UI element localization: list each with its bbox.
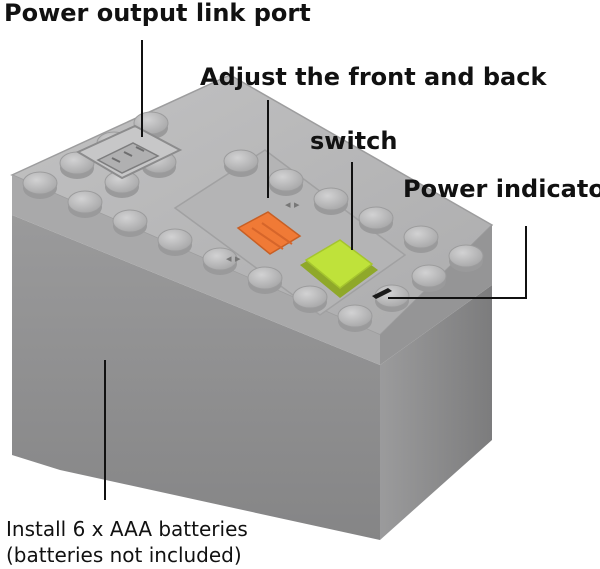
stud: [202, 247, 238, 271]
leader-lines: [104, 40, 527, 500]
batteries-not-included-line: (batteries not included): [6, 543, 242, 567]
battery-install-note: Install 6 x AAA batteries (batteries not…: [6, 516, 248, 568]
lime-push-button-icon: [304, 239, 374, 289]
adjust-front-back-label: Adjust the front and back: [200, 63, 547, 91]
power-indicator-led: [372, 288, 392, 299]
switch-label: switch: [310, 127, 398, 155]
stud: [448, 244, 484, 268]
battery-housing: [10, 74, 494, 540]
stud: [313, 187, 349, 211]
stud: [22, 171, 58, 195]
power-indicator-label: Power indicator: [403, 175, 600, 203]
port-pin: [111, 157, 121, 163]
stud: [223, 149, 259, 173]
switch-ridge: [261, 222, 293, 245]
power-output-port-label: Power output link port: [4, 0, 311, 27]
stud: [157, 228, 193, 252]
led-slot: [372, 288, 392, 299]
orange-slider-switch-icon: [236, 211, 302, 255]
stud: [337, 304, 373, 328]
direction-switch[interactable]: [236, 211, 302, 255]
stud: [268, 168, 304, 192]
stud: [292, 285, 328, 309]
stud: [411, 264, 447, 288]
power-output-port[interactable]: [75, 124, 183, 180]
left-right-arrow-icon: ◂ ▸: [285, 198, 300, 211]
stud: [358, 206, 394, 230]
switch-ridge: [251, 227, 284, 250]
stud: [67, 190, 103, 214]
direction-arrows: ◂ ▸ ◂ ▸: [226, 198, 300, 265]
left-right-arrow-icon: ◂ ▸: [226, 252, 241, 265]
leader-line-power-indicator: [388, 226, 527, 299]
top-plate-front-edge: [12, 175, 380, 365]
battery-install-line: Install 6 x AAA batteries: [6, 517, 248, 541]
housing-side-face: [380, 285, 492, 540]
power-button[interactable]: [300, 239, 378, 298]
stud: [247, 266, 283, 290]
stud: [403, 225, 439, 249]
stud: [112, 209, 148, 233]
port-pin: [135, 146, 145, 152]
port-pin: [123, 151, 133, 157]
